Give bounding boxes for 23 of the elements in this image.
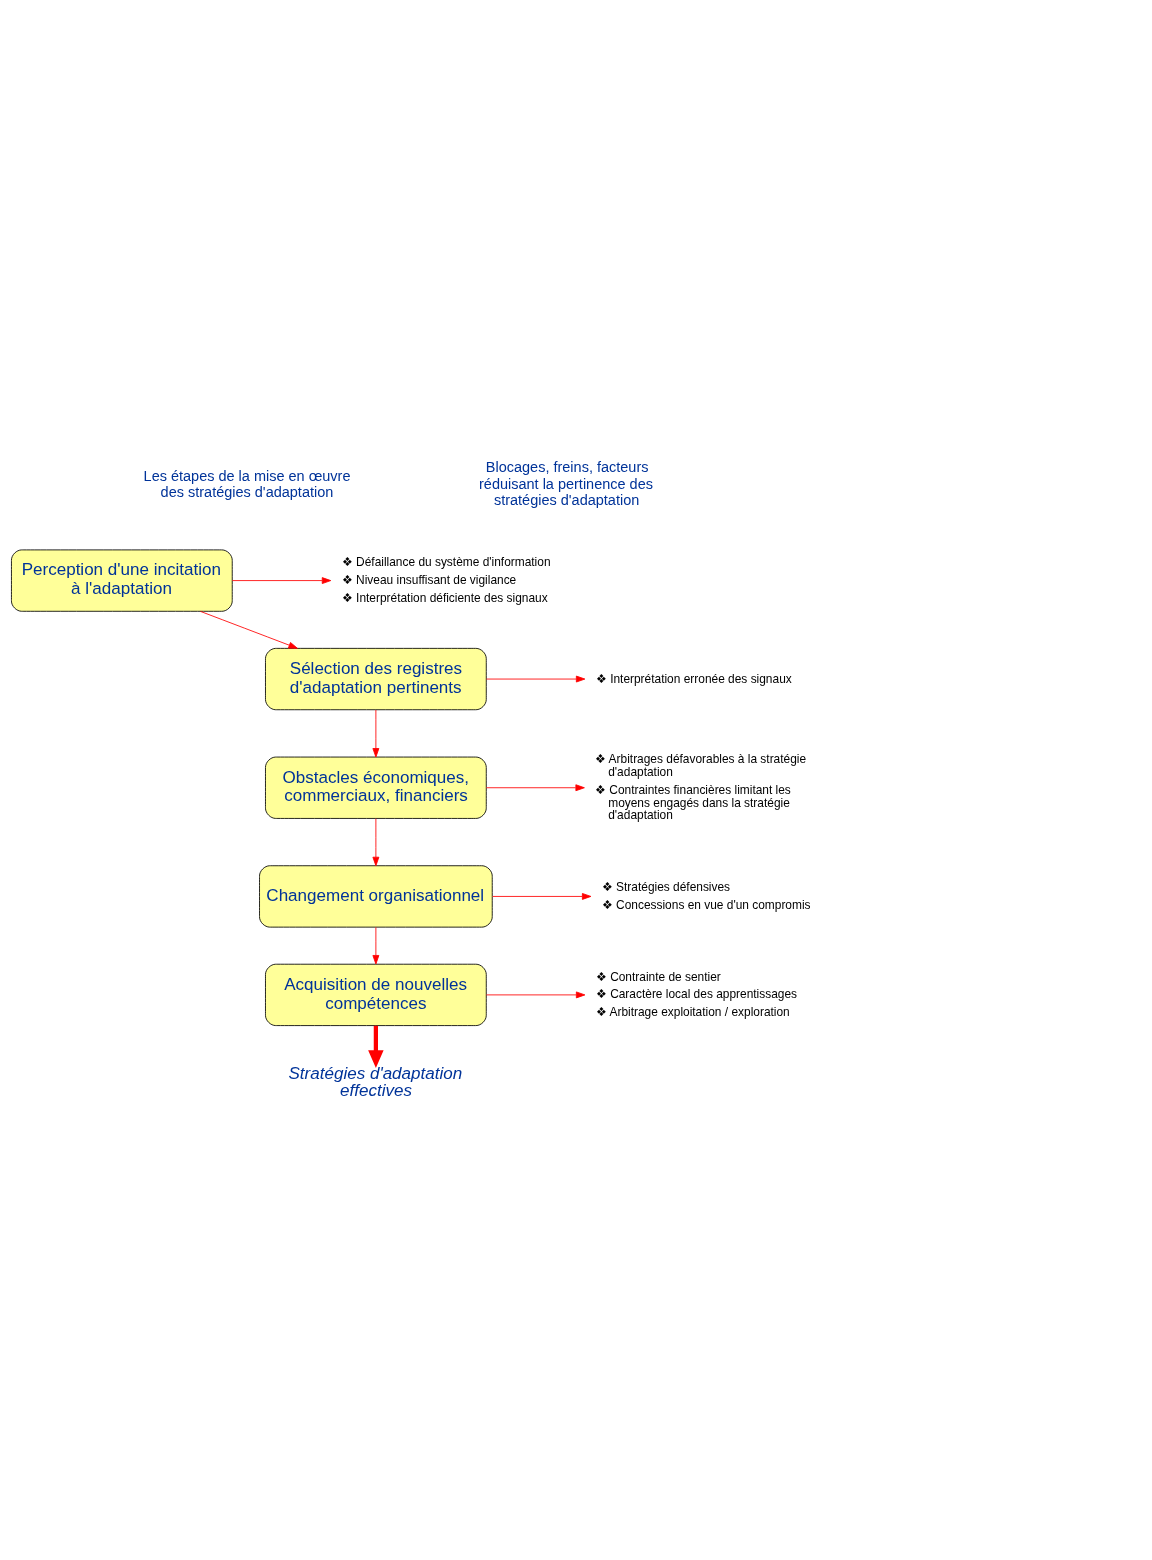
node-box: Sélection des registres d'adaptation pertinents xyxy=(265,647,487,710)
arrow xyxy=(492,892,592,900)
arrow xyxy=(200,610,298,649)
label: Les étapes de la mise en œuvre des stratégies d'adaptation xyxy=(143,467,351,500)
node-text: ❖ Contrainte de sentier ❖ Caractère local des apprentissages ❖ Arbitrage exploitation / exploration xyxy=(595,969,798,1019)
arrow xyxy=(372,817,380,866)
node-text: ❖ Interprétation erronée des signaux xyxy=(595,671,792,686)
node-text: ❖ Défaillance du système d'information ❖ Niveau insuffisant de vigilance ❖ Interprétation déficiente des signaux xyxy=(341,554,551,605)
label: Blocages, freins, facteurs réduisant la pertinence des stratégies d'adaptation xyxy=(479,458,653,508)
arrow xyxy=(486,675,586,682)
node-text: ❖ Arbitrages défavorables à la stratégie d'adaptation ❖ Contraintes financières limitant les moyens engagés dans la stratégie d'adaptation xyxy=(594,751,807,822)
arrow xyxy=(486,991,586,998)
node-text: Stratégies d'adaptation effectives xyxy=(288,1063,463,1100)
node-box: Obstacles économiques, commerciaux, financiers xyxy=(265,756,487,819)
arrow xyxy=(368,1025,384,1068)
node-box: Acquisition de nouvelles compétences xyxy=(265,963,487,1026)
node-box: Changement organisationnel xyxy=(259,864,493,928)
arrow xyxy=(231,576,332,584)
arrow xyxy=(372,926,380,964)
node-text: ❖ Stratégies défensives ❖ Concessions en vue d'un compromis xyxy=(601,879,811,912)
arrow xyxy=(485,783,585,791)
node-box: Perception d'une incitation à l'adaptation xyxy=(11,548,233,612)
arrow xyxy=(372,709,380,757)
